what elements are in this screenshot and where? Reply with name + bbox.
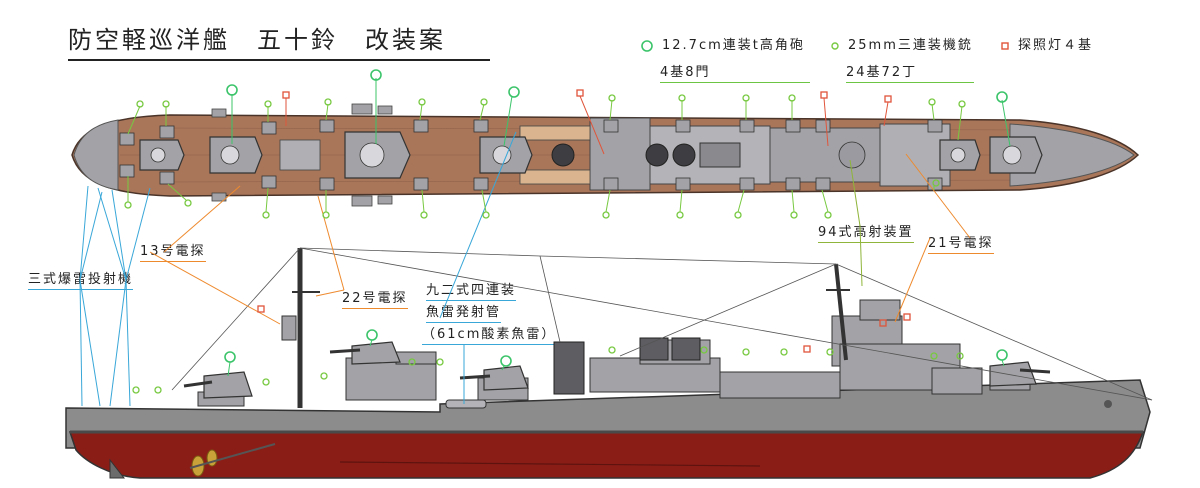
green-circle-icon <box>641 39 653 52</box>
light-markers <box>257 89 911 353</box>
side-hull-lower <box>68 431 1145 479</box>
small-green-circle-icon <box>831 41 839 50</box>
legend-mg-count: 24基72丁 <box>846 61 974 83</box>
top-view <box>71 103 1140 207</box>
label-fire-control: 94式高射装置 <box>818 221 914 243</box>
mg-markers <box>124 94 966 394</box>
label-radar21: 21号電探 <box>928 232 994 254</box>
label-torpedo-3: （61cm酸素魚雷） <box>422 323 557 345</box>
legend-light-label: 探照灯４基 <box>1018 38 1094 53</box>
legend-gun: 12.7cm連装t高角砲 4基8門 <box>640 34 810 83</box>
side-view <box>65 247 1153 479</box>
legend-mg: 25mm三連装機銃 24基72丁 <box>830 34 974 83</box>
legend-gun-count: 4基8門 <box>660 61 810 83</box>
top-bridge-block <box>589 117 651 191</box>
legend-gun-label: 12.7cm連装t高角砲 <box>662 38 805 53</box>
legend-mg-label: 25mm三連装機銃 <box>848 38 973 53</box>
label-torpedo-1: 九二式四連装 <box>426 279 517 301</box>
label-radar22: 22号電探 <box>342 287 408 309</box>
legend-light: 探照灯４基 <box>1000 34 1093 53</box>
page-title: 防空軽巡洋艦 五十鈴 改装案 <box>68 20 490 61</box>
orange-square-icon <box>1001 41 1009 50</box>
gun-markers <box>224 69 1008 367</box>
leader-lines <box>79 78 1011 407</box>
